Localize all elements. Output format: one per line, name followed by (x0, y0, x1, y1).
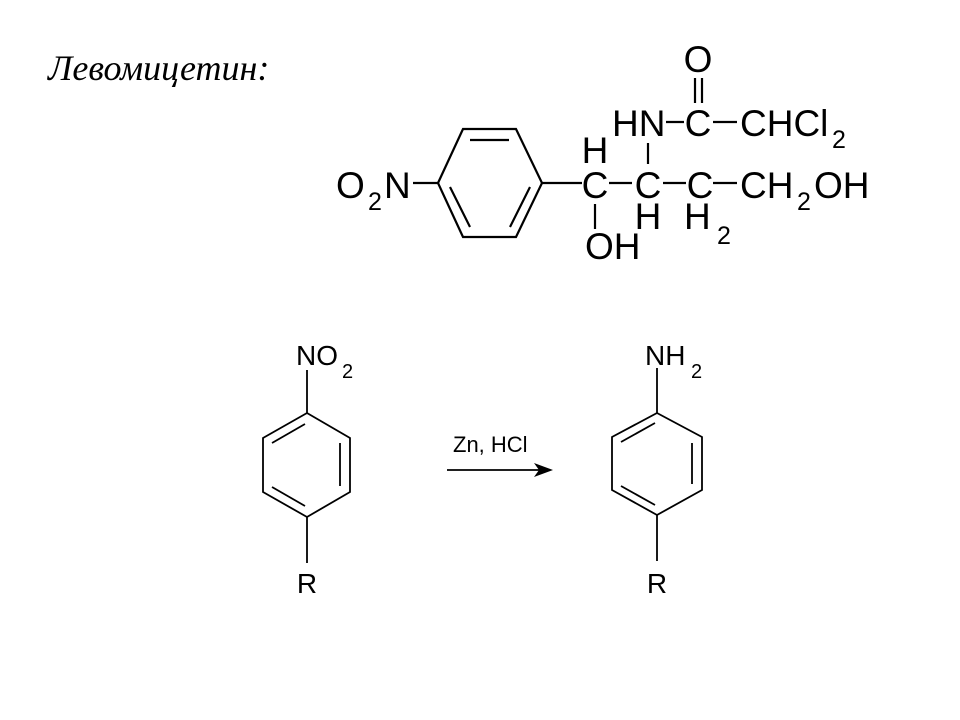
reactant-structure: NO 2 R (262, 340, 353, 599)
product-amine: NH (645, 340, 685, 371)
product-amine-subscript: 2 (691, 361, 702, 383)
reaction-arrow: Zn, HCl (447, 432, 553, 477)
double-bond (449, 186, 471, 228)
double-bond (509, 186, 531, 228)
double-bond (620, 485, 656, 506)
c2: C (635, 165, 662, 206)
carbonyl-o: O (684, 39, 713, 80)
c3-h-subscript: 2 (717, 222, 731, 250)
benzene-ring (436, 127, 544, 239)
hydroxyl: OH (814, 165, 870, 206)
reactant-nitro: NO (296, 340, 338, 371)
reactant-r: R (297, 568, 317, 599)
chcl-subscript: 2 (832, 126, 846, 154)
nitro-o: O (336, 165, 365, 206)
double-bond (271, 423, 306, 444)
product-r: R (647, 568, 667, 599)
benzene-ring (262, 411, 351, 519)
nitro-o-subscript: 2 (368, 188, 382, 216)
benzene-ring (611, 411, 703, 517)
slide-title: Левомицетин: (47, 48, 269, 88)
ch2-subscript: 2 (797, 188, 811, 216)
double-bond (271, 486, 306, 507)
chcl: CHCl (740, 103, 828, 144)
amide-hn: HN (612, 103, 665, 144)
c1: C (582, 165, 609, 206)
c2-h: H (635, 196, 662, 237)
reagents-label: Zn, HCl (453, 432, 528, 457)
arrow-head-icon (534, 463, 553, 477)
c1-oh: OH (585, 226, 641, 267)
c1-h: H (582, 130, 609, 171)
c3: C (687, 165, 714, 206)
reactant-nitro-subscript: 2 (342, 361, 353, 383)
product-structure: NH 2 R (611, 340, 703, 599)
c3-h: H (684, 196, 711, 237)
nitro-n: N (384, 165, 411, 206)
carbonyl-c: C (685, 103, 712, 144)
chloramphenicol-structure: O 2 N H C OH C H HN C O CHCl 2 C H 2 CH … (336, 39, 870, 267)
ch2: CH (740, 165, 793, 206)
double-bond (620, 422, 656, 443)
